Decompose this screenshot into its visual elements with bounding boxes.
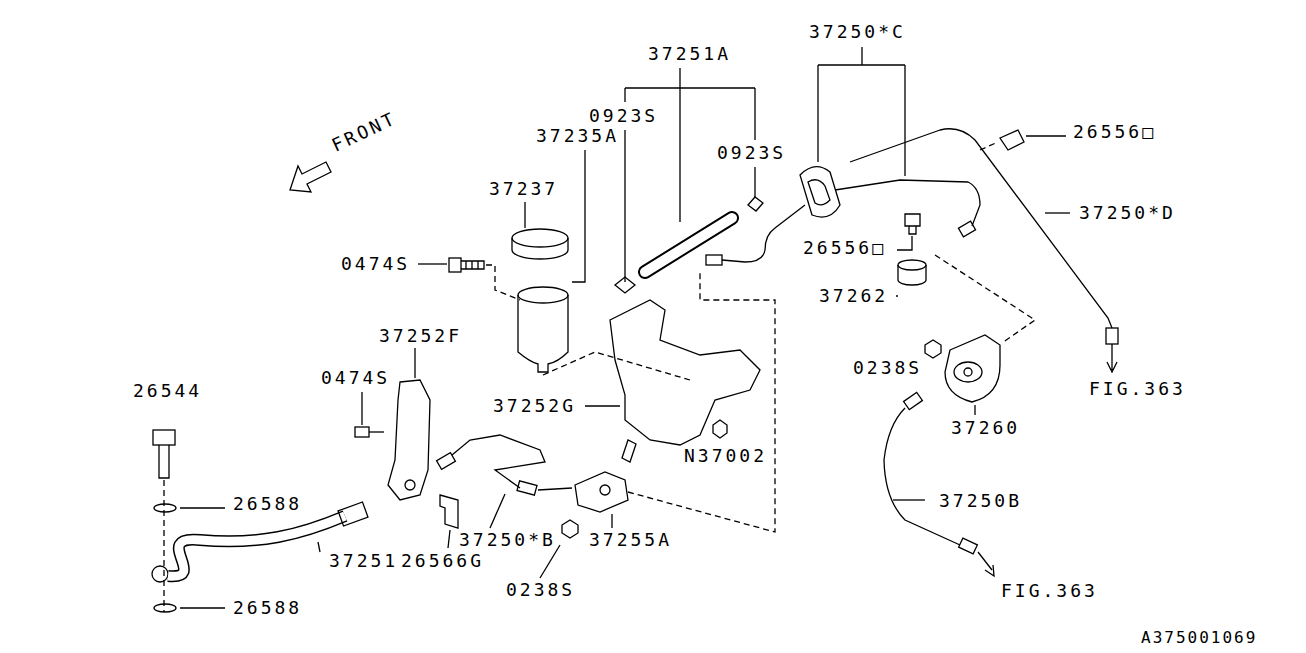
callout-number: 26588 [232,495,303,513]
callout-number: 37251A [647,45,732,63]
callout-number: 37250*D [1078,204,1177,222]
callout-number: 0474S [340,255,411,273]
callout-number: 26556□ [802,239,887,257]
callout-number: 0238S [505,581,576,599]
direction-label: FRONT [328,109,400,155]
callout-number: 26556□ [1072,123,1157,141]
callout-number: 37252G [492,397,577,415]
callout-number: 26588 [232,599,303,617]
callout-number: 37237 [488,180,559,198]
callout-number: 0238S [852,359,923,377]
callout-number: 37235A [535,127,620,145]
callout-number: FIG.363 [1088,380,1187,398]
callout-number: 26566G [400,552,485,570]
callout-number: 37250*C [808,23,907,41]
callout-number: FIG.363 [1000,582,1099,600]
callout-number: 0923S [716,144,787,162]
callout-number: 37255A [588,531,673,549]
callout-number: A375001069 [1140,630,1258,646]
callout-number: 37262 [818,287,889,305]
callout-number: 37250*B [458,531,557,549]
callout-number: 37252F [378,327,463,345]
callout-number: 37250B [938,492,1023,510]
callout-number: 26544 [132,382,203,400]
callout-number: N37002 [683,447,768,465]
callout-number: 0474S [320,369,391,387]
callout-number: 37260 [950,419,1021,437]
callout-number: 0923S [588,107,659,125]
callout-number: 37251 [328,552,399,570]
